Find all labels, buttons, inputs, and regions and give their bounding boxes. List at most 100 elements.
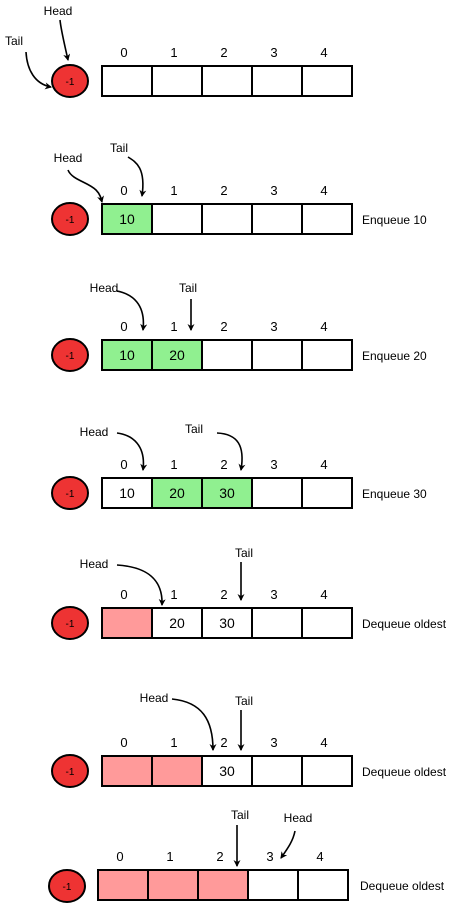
index-label: 2 — [220, 45, 227, 60]
cell-value: 20 — [169, 615, 185, 631]
array-cell-empty — [151, 607, 203, 639]
step-caption: Enqueue 30 — [362, 487, 427, 501]
step-caption: Dequeue oldest — [362, 765, 447, 779]
tail-label: Tail — [231, 808, 249, 822]
array-cell-empty — [301, 607, 353, 639]
sentinel-label: -1 — [66, 215, 75, 226]
index-label: 0 — [120, 735, 127, 750]
array-cell-empty — [151, 65, 203, 97]
index-label: 4 — [320, 319, 327, 334]
index-label: 3 — [270, 45, 277, 60]
array-cell-empty — [251, 65, 303, 97]
sentinel-node — [48, 869, 86, 903]
tail-label: Tail — [185, 422, 203, 436]
sentinel-label: -1 — [66, 351, 75, 362]
head-pointer-arrow — [59, 19, 71, 62]
cell-value: 20 — [169, 485, 185, 501]
index-label: 3 — [270, 587, 277, 602]
head-label: Head — [54, 151, 83, 165]
array-cell-empty — [201, 339, 253, 371]
array-cell-empty — [301, 65, 353, 97]
array-cell-empty — [251, 607, 303, 639]
index-label: 3 — [270, 735, 277, 750]
array-cell-empty — [151, 203, 203, 235]
array-cell-empty — [101, 477, 153, 509]
head-pointer-arrow — [116, 432, 148, 472]
index-label: 4 — [320, 457, 327, 472]
sentinel-label: -1 — [66, 77, 75, 88]
head-pointer-arrow — [67, 169, 104, 204]
head-label: Head — [284, 811, 313, 825]
array-cell-empty — [301, 339, 353, 371]
index-label: 0 — [120, 457, 127, 472]
index-label: 0 — [116, 849, 123, 864]
array-cell-empty — [201, 65, 253, 97]
sentinel-node — [51, 476, 89, 510]
index-label: 0 — [120, 319, 127, 334]
index-label: 2 — [220, 319, 227, 334]
index-label: 1 — [170, 735, 177, 750]
index-label: 1 — [170, 587, 177, 602]
tail-label: Tail — [179, 281, 197, 295]
index-label: 1 — [170, 319, 177, 334]
tail-label: Tail — [235, 694, 253, 708]
step-caption: Enqueue 10 — [362, 213, 427, 227]
index-label: 3 — [270, 319, 277, 334]
sentinel-label: -1 — [63, 882, 72, 893]
index-label: 1 — [170, 183, 177, 198]
array-cell-empty — [301, 477, 353, 509]
cell-value: 30 — [219, 485, 235, 501]
head-label: Head — [140, 691, 169, 705]
array-cell-empty — [247, 869, 299, 901]
index-label: 3 — [270, 183, 277, 198]
index-label: 1 — [166, 849, 173, 864]
array-cell-empty — [101, 65, 153, 97]
cell-value: 10 — [119, 485, 135, 501]
head-label: Head — [44, 4, 73, 18]
array-cell-enqueued — [201, 477, 253, 509]
index-label: 4 — [320, 587, 327, 602]
step-caption: Dequeue oldest — [360, 879, 445, 893]
array-cell-empty — [201, 607, 253, 639]
cell-value: 30 — [219, 763, 235, 779]
sentinel-label: -1 — [66, 767, 75, 778]
array-cell-dequeued — [197, 869, 249, 901]
index-label: 4 — [320, 45, 327, 60]
index-label: 2 — [220, 457, 227, 472]
head-pointer-arrow — [116, 564, 166, 607]
index-label: 4 — [320, 735, 327, 750]
array-cell-enqueued — [151, 477, 203, 509]
array-cell-dequeued — [151, 755, 203, 787]
sentinel-node — [51, 64, 89, 98]
array-cell-dequeued — [101, 607, 153, 639]
index-label: 0 — [120, 183, 127, 198]
tail-pointer-arrow — [216, 432, 246, 472]
index-label: 1 — [170, 457, 177, 472]
tail-pointer-arrow — [25, 51, 53, 90]
index-label: 2 — [216, 849, 223, 864]
head-label: Head — [80, 557, 109, 571]
index-label: 2 — [220, 735, 227, 750]
array-cell-enqueued — [101, 203, 153, 235]
array-cell-dequeued — [97, 869, 149, 901]
index-label: 1 — [170, 45, 177, 60]
tail-label: Tail — [5, 34, 23, 48]
index-label: 3 — [266, 849, 273, 864]
array-cell-empty — [301, 203, 353, 235]
tail-label: Tail — [110, 141, 128, 155]
head-pointer-arrow — [280, 830, 296, 859]
index-label: 4 — [320, 183, 327, 198]
index-label: 4 — [316, 849, 323, 864]
array-cell-dequeued — [147, 869, 199, 901]
array-cell-empty — [251, 339, 303, 371]
cell-value: 30 — [219, 615, 235, 631]
array-cell-empty — [251, 203, 303, 235]
sentinel-node — [51, 202, 89, 236]
head-pointer-arrow — [171, 698, 217, 752]
array-cell-empty — [251, 477, 303, 509]
sentinel-label: -1 — [66, 489, 75, 500]
index-label: 2 — [220, 587, 227, 602]
array-cell-dequeued — [101, 755, 153, 787]
index-label: 3 — [270, 457, 277, 472]
